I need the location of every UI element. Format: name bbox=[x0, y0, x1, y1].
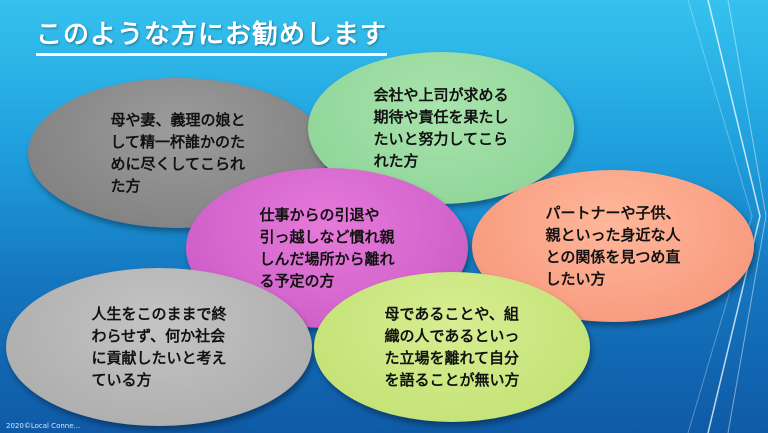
bubble-text: 人生をこのままで終 わらせず、何か社会 に貢献したいと考え ている方 bbox=[91, 305, 227, 389]
bubble-devoted-caregivers: 母や妻、義理の娘と して精一杯誰かのた めに尽くしてこられ た方 bbox=[28, 78, 328, 228]
bubble-text: 仕事からの引退や 引っ越しなど慣れ親 しんだ場所から離れ る予定の方 bbox=[259, 206, 395, 290]
bubble-text: 母や妻、義理の娘と して精一杯誰かのた めに尽くしてこられ た方 bbox=[110, 111, 246, 195]
bubble-contribute-society: 人生をこのままで終 わらせず、何か社会 に貢献したいと考え ている方 bbox=[6, 268, 312, 426]
footer-copyright: 2020©Local Conne... bbox=[6, 422, 81, 430]
slide-title: このような方にお勧めします bbox=[36, 14, 388, 56]
bubble-text: 母であることや、組 織の人であるといっ た立場を離れて自分 を語ることが無い方 bbox=[384, 305, 520, 389]
bubble-talk-about-self: 母であることや、組 織の人であるといっ た立場を離れて自分 を語ることが無い方 bbox=[314, 272, 590, 422]
bubble-text: 会社や上司が求める 期待や責任を果たし たいと努力してこら れた方 bbox=[373, 86, 509, 170]
bubble-text: パートナーや子供、 親といった身近な人 との関係を見つめ直 したい方 bbox=[545, 204, 681, 288]
decorative-lines bbox=[687, 0, 767, 433]
